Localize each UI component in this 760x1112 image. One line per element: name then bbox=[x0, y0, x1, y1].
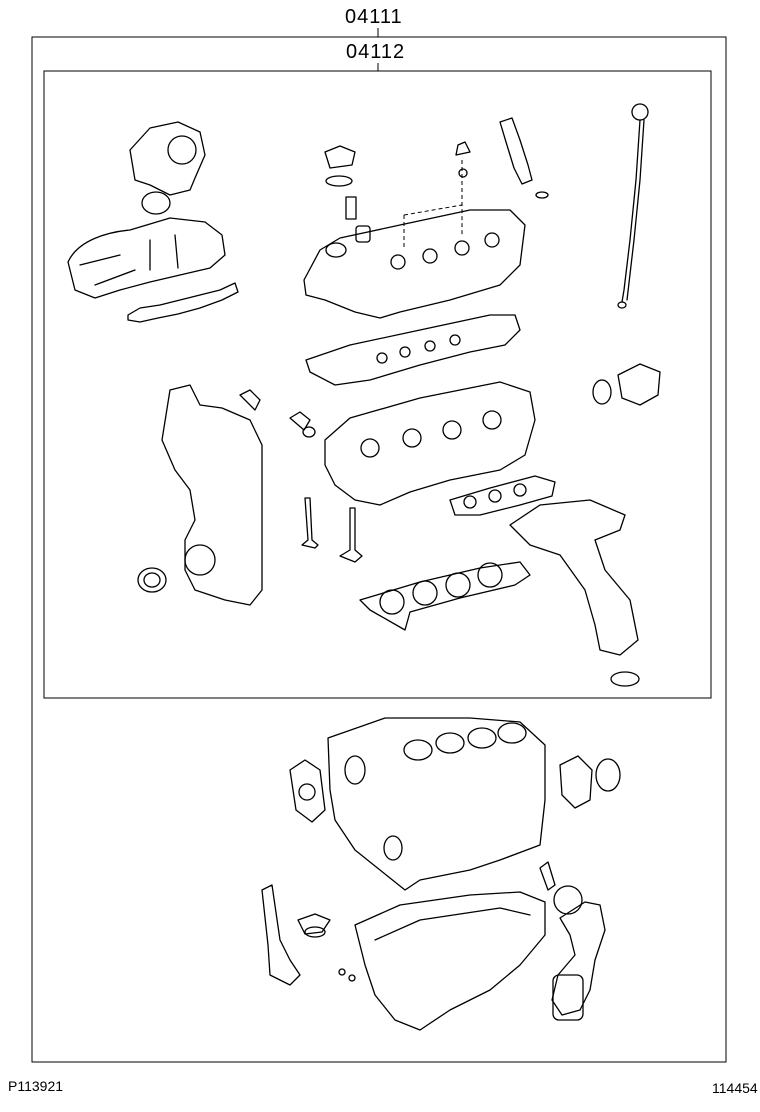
outer-kit-frame bbox=[31, 36, 727, 1063]
inner-kit-frame bbox=[43, 70, 712, 699]
front-oil-seal-part bbox=[592, 363, 661, 406]
oil-filter-part bbox=[539, 861, 606, 1021]
kit-code-04111: 04111 bbox=[345, 6, 403, 28]
kit-code-04112: 04112 bbox=[346, 41, 406, 63]
intake-manifold-part bbox=[67, 121, 239, 323]
valves-part bbox=[301, 497, 363, 563]
oil-level-dipstick-part bbox=[617, 103, 649, 309]
cylinder-head-part bbox=[289, 381, 536, 506]
illustration-number: 114454 bbox=[712, 1080, 758, 1096]
cylinder-head-gasket-part bbox=[359, 561, 531, 631]
oil-pan-part bbox=[338, 891, 546, 1031]
oil-filler-cap-part bbox=[324, 145, 371, 243]
rear-oil-seal-part bbox=[559, 755, 621, 809]
exhaust-manifold-part bbox=[509, 499, 640, 687]
head-cover-gasket-part bbox=[305, 314, 521, 386]
exhaust-manifold-gasket-part bbox=[449, 475, 556, 516]
cylinder-block-part bbox=[327, 717, 546, 891]
oil-strainer-part bbox=[261, 884, 331, 986]
fuel-injector-part bbox=[499, 117, 549, 199]
timing-cover-part bbox=[137, 384, 263, 606]
cylinder-head-cover-part bbox=[303, 141, 526, 319]
diagram-reference-number: P113921 bbox=[8, 1078, 64, 1094]
rear-plate-gasket-part bbox=[289, 759, 326, 823]
